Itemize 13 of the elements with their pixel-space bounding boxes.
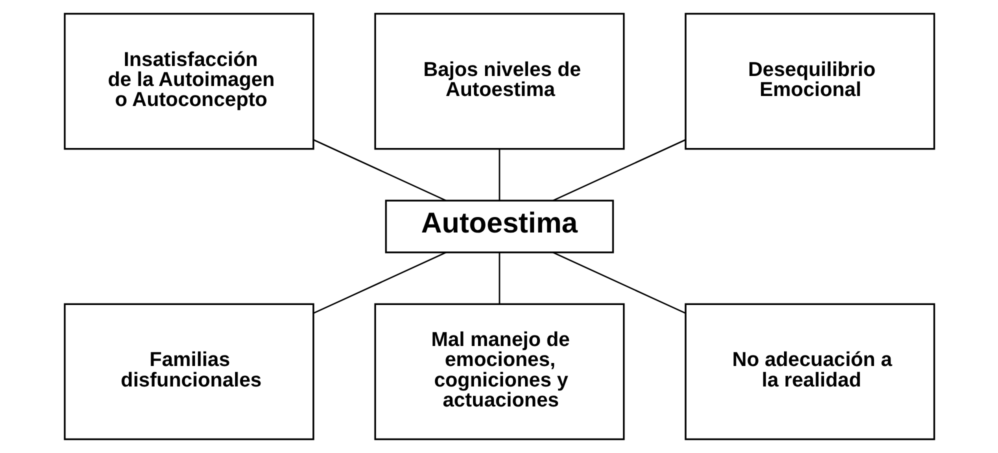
node-box: Mal manejo de emociones, cogniciones y actuaciones xyxy=(374,303,624,440)
connector xyxy=(498,252,500,304)
node-box: Autoestima xyxy=(384,200,614,254)
connector xyxy=(313,252,446,314)
node-box: Desequilibrio Emocional xyxy=(684,12,935,150)
node-box: Bajos niveles de Autoestima xyxy=(374,12,624,150)
connector xyxy=(312,139,446,202)
node-box: Familias disfuncionales xyxy=(63,303,314,440)
node-box: Insatisfacción de la Autoimagen o Autoconcepto xyxy=(63,12,314,150)
connector xyxy=(552,252,685,314)
connector xyxy=(552,139,686,202)
connector xyxy=(498,148,500,200)
node-box: No adecuación a la realidad xyxy=(684,303,935,440)
